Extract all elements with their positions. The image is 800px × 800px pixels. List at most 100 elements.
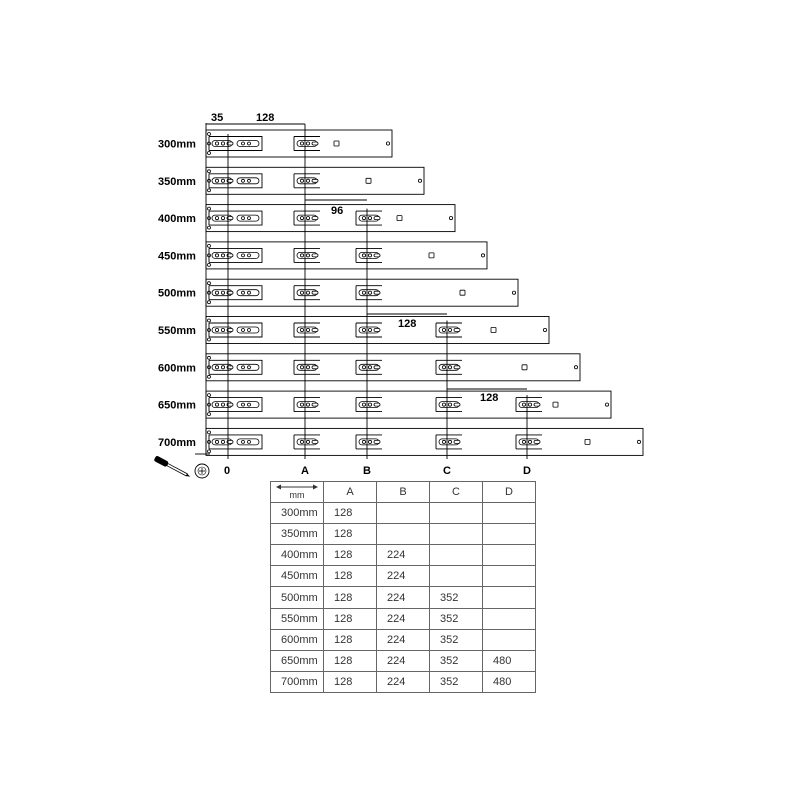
table-size-cell: 450mm <box>270 565 324 588</box>
rails-layer <box>205 129 644 456</box>
table-value-cell: 352 <box>429 607 483 630</box>
table-value-cell: 224 <box>376 586 430 609</box>
table-value-cell <box>429 502 483 525</box>
table-value-cell <box>429 565 483 588</box>
column-label-D: D <box>523 465 531 477</box>
column-label-C: C <box>443 465 451 477</box>
table-value-cell: 128 <box>323 502 377 525</box>
table-size-cell: 550mm <box>270 607 324 630</box>
rail-size-label: 600mm <box>158 362 196 374</box>
rail-body <box>205 353 581 382</box>
table-header-c: C <box>429 480 483 504</box>
dimension-offset-label: 35 <box>211 112 223 124</box>
table-value-cell: 224 <box>376 649 430 672</box>
table-value-cell: 352 <box>429 628 483 651</box>
table-value-cell <box>482 607 536 630</box>
table-value-cell <box>482 544 536 567</box>
table-value-cell <box>376 523 430 546</box>
rail-650mm <box>205 390 612 419</box>
table-header-a: A <box>323 480 377 504</box>
table-value-cell: 224 <box>376 544 430 567</box>
labels-layer: 300mm 350mm 400mm 450mm 500mm 550mm 600mm 650mm… <box>158 139 531 478</box>
table-value-cell: 224 <box>376 565 430 588</box>
table-value-cell <box>429 523 483 546</box>
rail-size-label: 450mm <box>158 250 196 262</box>
table-value-cell: 224 <box>376 628 430 651</box>
rail-size-label: 550mm <box>158 325 196 337</box>
table-value-cell: 128 <box>323 670 377 693</box>
column-label-0: 0 <box>224 465 230 477</box>
table-value-cell: 224 <box>376 607 430 630</box>
dimension-b-spacing-label: 96 <box>331 205 343 217</box>
rail-450mm <box>205 241 488 270</box>
guides-layer <box>195 123 528 459</box>
table-value-cell: 352 <box>429 649 483 672</box>
table-value-cell: 224 <box>376 670 430 693</box>
table-value-cell <box>482 523 536 546</box>
table-header-d: D <box>482 480 536 504</box>
table-header-b: B <box>376 480 430 504</box>
rail-550mm <box>205 316 550 344</box>
rail-500mm <box>205 278 519 307</box>
table-value-cell: 352 <box>429 586 483 609</box>
table-size-cell: 600mm <box>270 628 324 651</box>
column-label-A: A <box>301 465 309 477</box>
drawer-slide-diagram: 300mm 350mm 400mm 450mm 500mm 550mm 600mm 650mm… <box>154 112 644 479</box>
rail-size-label: 500mm <box>158 288 196 300</box>
table-size-cell: 300mm <box>270 502 324 525</box>
table-value-cell <box>376 502 430 525</box>
table-unit-label: mm <box>289 490 305 501</box>
table-size-cell: 400mm <box>270 544 324 567</box>
rail-size-label: 700mm <box>158 437 196 449</box>
table-value-cell <box>429 544 483 567</box>
rail-body <box>205 390 612 419</box>
dimension-d-spacing-label: 128 <box>480 392 498 404</box>
rail-size-label: 350mm <box>158 176 196 188</box>
table-corner-cell: mm <box>270 480 324 504</box>
dimension-c-spacing-label: 128 <box>398 318 416 330</box>
column-label-B: B <box>363 465 371 477</box>
screw-head-icon <box>194 463 210 479</box>
table-value-cell: 128 <box>323 607 377 630</box>
table-value-cell: 128 <box>323 649 377 672</box>
rail-300mm <box>205 129 393 158</box>
table-value-cell: 480 <box>482 670 536 693</box>
table-value-cell: 128 <box>323 565 377 588</box>
rail-size-label: 650mm <box>158 400 196 412</box>
table-value-cell: 128 <box>323 628 377 651</box>
table-size-cell: 500mm <box>270 586 324 609</box>
dimension-a-spacing-label: 128 <box>256 112 274 124</box>
table-value-cell <box>482 586 536 609</box>
rail-600mm <box>205 353 581 382</box>
screwdriver-icon <box>154 456 191 477</box>
table-value-cell: 128 <box>323 544 377 567</box>
table-value-cell: 128 <box>323 586 377 609</box>
table-value-cell: 128 <box>323 523 377 546</box>
table-value-cell: 352 <box>429 670 483 693</box>
rail-size-label: 400mm <box>158 213 196 225</box>
table-value-cell <box>482 502 536 525</box>
table-size-cell: 350mm <box>270 523 324 546</box>
double-arrow-icon <box>276 484 318 490</box>
rail-400mm <box>205 204 456 233</box>
rail-350mm <box>205 166 425 195</box>
table-size-cell: 700mm <box>270 670 324 693</box>
table-header-row: mm A B C D <box>270 480 536 504</box>
rail-700mm <box>205 427 644 456</box>
table-size-cell: 650mm <box>270 649 324 672</box>
table-value-cell: 480 <box>482 649 536 672</box>
rail-size-label: 300mm <box>158 139 196 151</box>
rail-body <box>205 427 644 456</box>
table-value-cell <box>482 628 536 651</box>
